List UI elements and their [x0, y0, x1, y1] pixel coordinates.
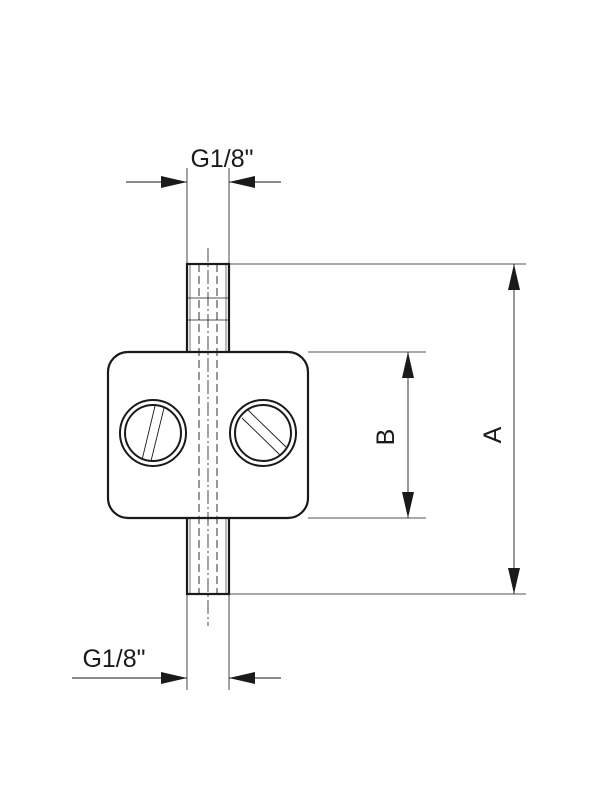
screw-left — [119, 399, 187, 467]
screw-right — [229, 399, 297, 467]
thread-label-top: G1/8" — [190, 145, 253, 173]
thread-label-bottom: G1/8" — [82, 645, 145, 673]
dimension-label-b: B — [372, 429, 400, 446]
dimension-label-a: A — [479, 426, 507, 443]
